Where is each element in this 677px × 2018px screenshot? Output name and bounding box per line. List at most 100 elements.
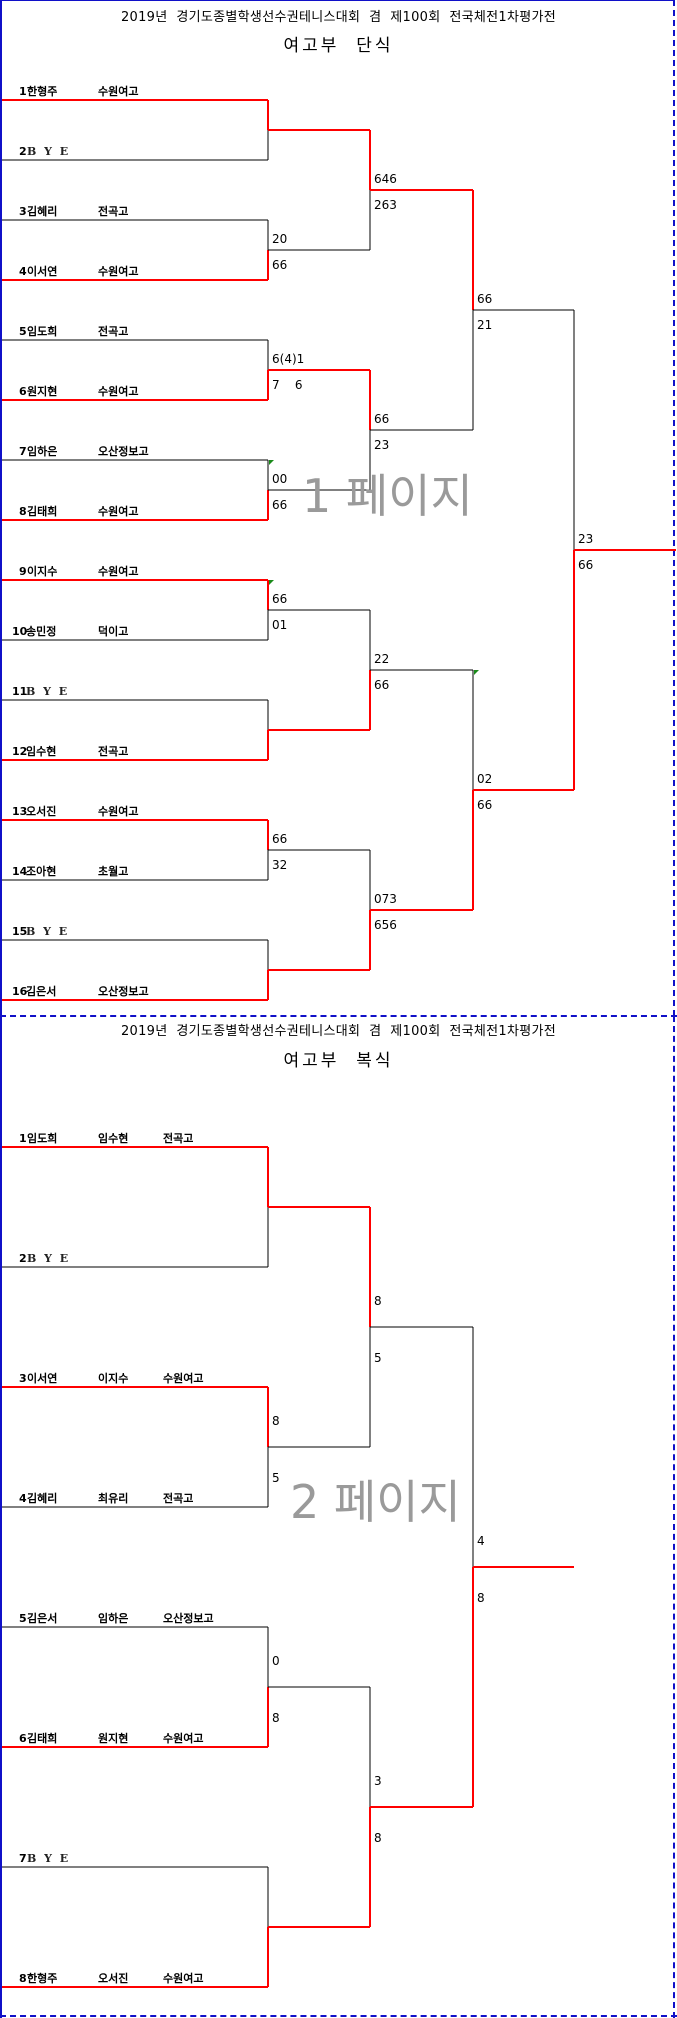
score-bottom: 8 (374, 1831, 382, 1845)
score-top: 646 (374, 172, 397, 186)
score-top: 20 (272, 232, 288, 246)
event-title-doubles: 여고부 복식 (283, 1051, 394, 1071)
score-bottom: 656 (374, 918, 397, 932)
player-name: 김혜리 (27, 205, 58, 218)
player-name: 김태희 (27, 505, 58, 518)
player-name: 임도희 (27, 1132, 58, 1145)
seed-number: 5 (19, 325, 27, 338)
score-top: 23 (578, 532, 594, 546)
score-bottom: 8 (272, 1711, 280, 1725)
school-name: 오산정보고 (98, 445, 149, 458)
score-bottom: 5 (374, 1351, 382, 1365)
page-watermark-1: 1 페이지 (302, 469, 473, 523)
player-name: 김혜리 (27, 1492, 58, 1505)
player-name: 이지수 (27, 565, 58, 578)
score-bottom: 263 (374, 198, 397, 212)
school-name: 수원여고 (163, 1372, 204, 1385)
school-name: 전곡고 (98, 325, 129, 338)
school-name: 수원여고 (98, 805, 139, 818)
comment-marker-icon (269, 580, 274, 585)
page-break-divider (0, 1015, 677, 1017)
score-top: 22 (374, 652, 390, 666)
bye-label: B Y E (26, 925, 70, 938)
seed-number: 10 (12, 625, 28, 638)
seed-number: 2 (19, 145, 27, 158)
score-top: 66 (272, 592, 288, 606)
seed-number: 9 (19, 565, 27, 578)
seed-number: 3 (19, 1372, 27, 1385)
school-name: 전곡고 (163, 1132, 194, 1145)
school-name: 오산정보고 (163, 1612, 214, 1625)
player-name: 임도희 (27, 325, 58, 338)
school-name: 초월고 (98, 865, 129, 878)
seed-number: 6 (19, 385, 27, 398)
score-top: 8 (272, 1414, 280, 1428)
page-1-frame (0, 0, 675, 1016)
score-bottom: 7 6 (272, 378, 303, 392)
score-bottom: 66 (374, 678, 390, 692)
bye-label: B Y E (27, 145, 71, 158)
score-top: 3 (374, 1774, 382, 1788)
partner-name: 이지수 (98, 1372, 129, 1385)
score-top: 4 (477, 1534, 485, 1548)
seed-number: 11 (12, 685, 28, 698)
score-top: 00 (272, 472, 288, 486)
score-top: 0 (272, 1654, 280, 1668)
score-top: 6(4)1 (272, 352, 305, 366)
player-name: 이서연 (27, 265, 58, 278)
school-name: 수원여고 (98, 505, 139, 518)
bye-label: B Y E (27, 1252, 71, 1265)
school-name: 덕이고 (98, 625, 129, 638)
seed-number: 13 (12, 805, 28, 818)
school-name: 전곡고 (98, 205, 129, 218)
score-bottom: 66 (578, 558, 594, 572)
partner-name: 임하은 (98, 1612, 129, 1625)
seed-number: 6 (19, 1732, 27, 1745)
seed-number: 3 (19, 205, 27, 218)
score-top: 8 (374, 1294, 382, 1308)
score-bottom: 32 (272, 858, 288, 872)
score-bottom: 5 (272, 1471, 280, 1485)
score-bottom: 8 (477, 1591, 485, 1605)
school-name: 오산정보고 (98, 985, 149, 998)
seed-number: 8 (19, 505, 27, 518)
school-name: 수원여고 (98, 385, 139, 398)
player-name: 임수현 (26, 745, 57, 758)
score-top: 073 (374, 892, 397, 906)
score-bottom: 66 (272, 498, 288, 512)
player-name: 원지현 (27, 385, 58, 398)
page-2-frame (0, 1016, 675, 2018)
player-name: 김태희 (27, 1732, 58, 1745)
score-top: 66 (374, 412, 390, 426)
player-name: 이서연 (27, 1372, 58, 1385)
seed-number: 15 (12, 925, 28, 938)
tournament-title: 2019년 경기도종별학생선수권테니스대회 겸 제100회 전국체전1차평가전 (120, 10, 557, 25)
page-bottom-divider (0, 2015, 677, 2017)
seed-number: 14 (12, 865, 28, 878)
school-name: 전곡고 (98, 745, 129, 758)
partner-name: 최유리 (98, 1492, 129, 1505)
player-name: 김은서 (27, 1612, 58, 1625)
partner-name: 오서진 (98, 1972, 129, 1985)
seed-number: 1 (19, 1132, 27, 1145)
event-title-singles: 여고부 단식 (283, 36, 394, 56)
page-watermark-2: 2 페이지 (290, 1475, 461, 1529)
partner-name: 원지현 (98, 1732, 129, 1745)
comment-marker-icon (474, 670, 479, 675)
